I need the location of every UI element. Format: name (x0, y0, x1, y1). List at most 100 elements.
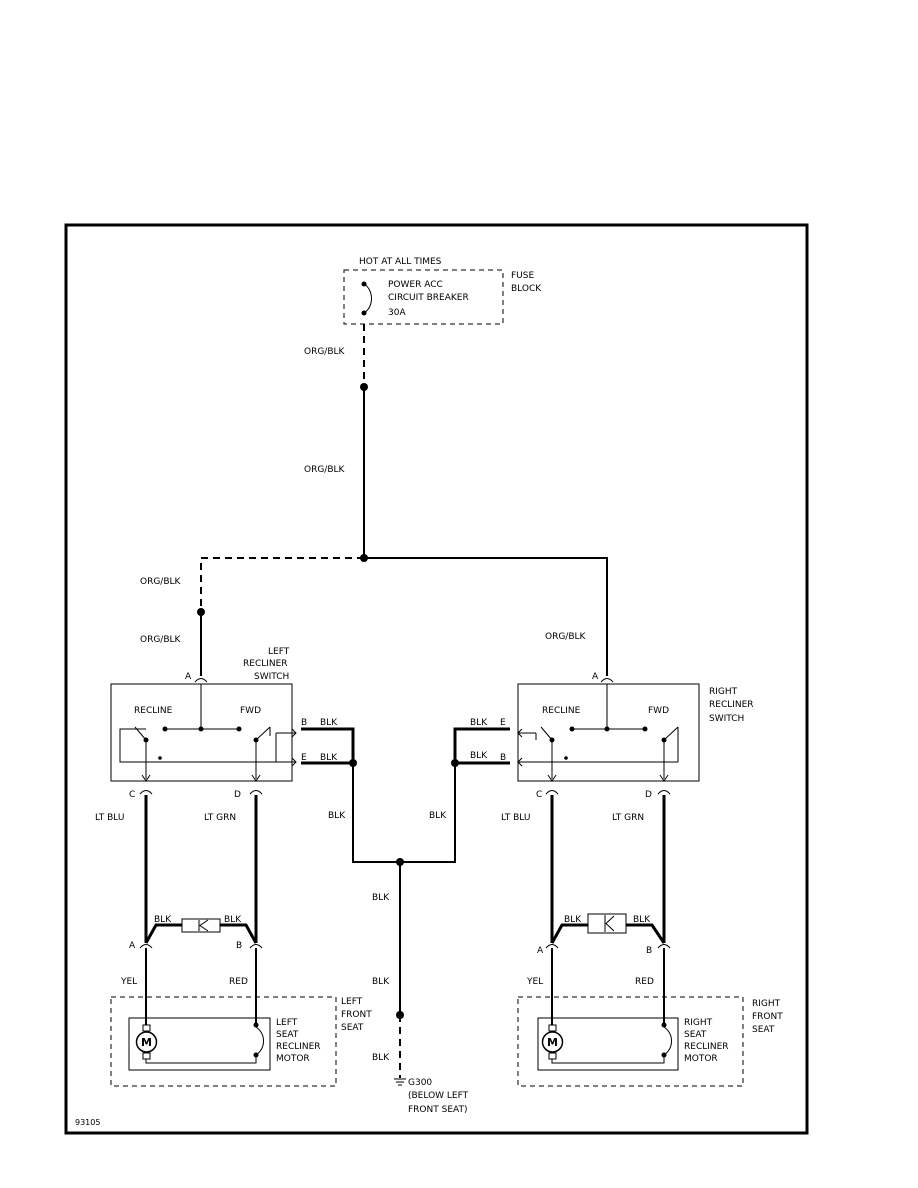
pin-label-a: A (592, 672, 599, 682)
left-recliner-switch: LEFT RECLINER SWITCH A RECLINE FWD B E C… (110, 647, 307, 800)
wire-label-org-blk: ORG/BLK (545, 632, 587, 642)
wire-label-blk: BLK (633, 915, 651, 925)
left-switch-name-3: SWITCH (254, 672, 289, 682)
motor-icon: M (135, 1024, 158, 1060)
wire-label-blk: BLK (470, 718, 488, 728)
right-front-seat-label-3: SEAT (752, 1025, 775, 1035)
right-recliner-switch: RIGHT RECLINER SWITCH A RECLINE FWD E B … (500, 672, 754, 800)
left-front-seat-label: LEFT (341, 997, 363, 1007)
recline-label: RECLINE (542, 706, 581, 716)
wire-label-lt-grn: LT GRN (612, 813, 644, 823)
left-motor-label: LEFT (276, 1018, 298, 1028)
wire-label-org-blk: ORG/BLK (140, 635, 182, 645)
left-diode-wire (220, 923, 258, 944)
circuit-breaker-rating: 30A (388, 308, 406, 318)
left-front-seat-label-2: FRONT (341, 1010, 372, 1020)
pin-label-c: C (129, 790, 135, 800)
wire-label-blk: BLK (372, 1053, 390, 1063)
right-ground-wire (400, 763, 456, 863)
connector-icon (600, 678, 614, 683)
ground-location: (BELOW LEFT (408, 1091, 469, 1101)
wire-label-red: RED (229, 977, 248, 987)
circuit-breaker-label-2: CIRCUIT BREAKER (388, 293, 469, 303)
right-front-seat-label: RIGHT (752, 999, 781, 1009)
ground-icon (394, 1078, 406, 1086)
connector-icon (194, 678, 208, 683)
hot-at-all-times-label: HOT AT ALL TIMES (359, 257, 442, 267)
wire-label-blk: BLK (320, 753, 338, 763)
wire-label-lt-blu: LT BLU (95, 813, 124, 823)
fwd-label: FWD (648, 706, 669, 716)
pin-label-a: A (129, 941, 136, 951)
diode-icon (181, 918, 221, 933)
motor-symbol: M (141, 1036, 152, 1049)
fwd-label: FWD (240, 706, 261, 716)
wire-label-blk: BLK (372, 893, 390, 903)
right-front-seat-label-2: FRONT (752, 1012, 783, 1022)
diagram-frame (64, 223, 809, 1135)
right-front-seat-outline (517, 996, 744, 1087)
pin-label-b: B (500, 753, 506, 763)
diode-icon (587, 913, 627, 934)
wire-label-blk: BLK (328, 811, 346, 821)
left-front-seat-label-3: SEAT (341, 1023, 364, 1033)
circuit-breaker-label: POWER ACC (388, 280, 443, 290)
wire-label-blk: BLK (564, 915, 582, 925)
motor-icon: M (541, 1024, 564, 1060)
wire-label-org-blk: ORG/BLK (304, 465, 346, 475)
pin-label-a: A (537, 946, 544, 956)
fuse-block-outline (343, 269, 504, 325)
left-blk-wire-b (301, 727, 355, 763)
pin-label-b: B (236, 941, 242, 951)
pin-label-d: D (645, 790, 652, 800)
right-blk-wire-e (453, 727, 510, 763)
right-switch-name-2: RECLINER (709, 700, 754, 710)
right-motor-label-2: SEAT (684, 1030, 707, 1040)
pin-label-e: E (301, 753, 307, 763)
left-switch-feed-dashed (200, 557, 364, 612)
wire-label-blk: BLK (224, 915, 242, 925)
right-diode-wire (550, 923, 588, 944)
pin-label-e: E (500, 718, 506, 728)
left-front-seat-outline (110, 996, 337, 1087)
wire-label-red: RED (635, 977, 654, 987)
motor-symbol: M (547, 1036, 558, 1049)
wire-label-blk: BLK (429, 811, 447, 821)
pin-label-b: B (301, 718, 307, 728)
left-motor-label-2: SEAT (276, 1030, 299, 1040)
recline-label: RECLINE (134, 706, 173, 716)
wire-label-org-blk: ORG/BLK (140, 577, 182, 587)
left-motor-box (128, 1017, 271, 1071)
wire-label-yel: YEL (526, 977, 543, 987)
left-front-seat: LEFT FRONT SEAT LEFT SEAT RECLINER MOTOR… (110, 996, 372, 1087)
fuse-block-label-2: BLOCK (511, 284, 542, 294)
left-switch-name: LEFT (268, 647, 290, 657)
right-motor-label-4: MOTOR (684, 1054, 718, 1064)
pin-label-a: A (185, 672, 192, 682)
left-motor-label-4: MOTOR (276, 1054, 310, 1064)
right-motor-label: RIGHT (684, 1018, 713, 1028)
wire-label-yel: YEL (120, 977, 137, 987)
fuse-block-label: FUSE (511, 271, 534, 281)
ground-location-2: FRONT SEAT) (408, 1105, 467, 1115)
right-switch-name-3: SWITCH (709, 714, 744, 724)
right-motor-box (537, 1017, 679, 1071)
right-front-seat: RIGHT FRONT SEAT RIGHT SEAT RECLINER MOT… (517, 996, 783, 1087)
pin-label-d: D (234, 790, 241, 800)
pin-label-c: C (536, 790, 542, 800)
left-diode-wire (144, 923, 182, 944)
right-motor-label-3: RECLINER (684, 1042, 729, 1052)
right-diode-wire (626, 923, 666, 944)
right-switch-feed (364, 557, 608, 676)
wire-label-blk: BLK (372, 977, 390, 987)
wire-label-blk: BLK (320, 718, 338, 728)
wire-label-org-blk: ORG/BLK (304, 347, 346, 357)
figure-id: 93105 (75, 1118, 100, 1127)
wire-label-blk: BLK (154, 915, 172, 925)
pin-label-b: B (646, 946, 652, 956)
fuse-block: HOT AT ALL TIMES FUSE BLOCK POWER ACC CI… (343, 257, 542, 325)
left-switch-name-2: RECLINER (243, 659, 288, 669)
wire-label-blk: BLK (470, 751, 488, 761)
wire-label-lt-blu: LT BLU (501, 813, 530, 823)
